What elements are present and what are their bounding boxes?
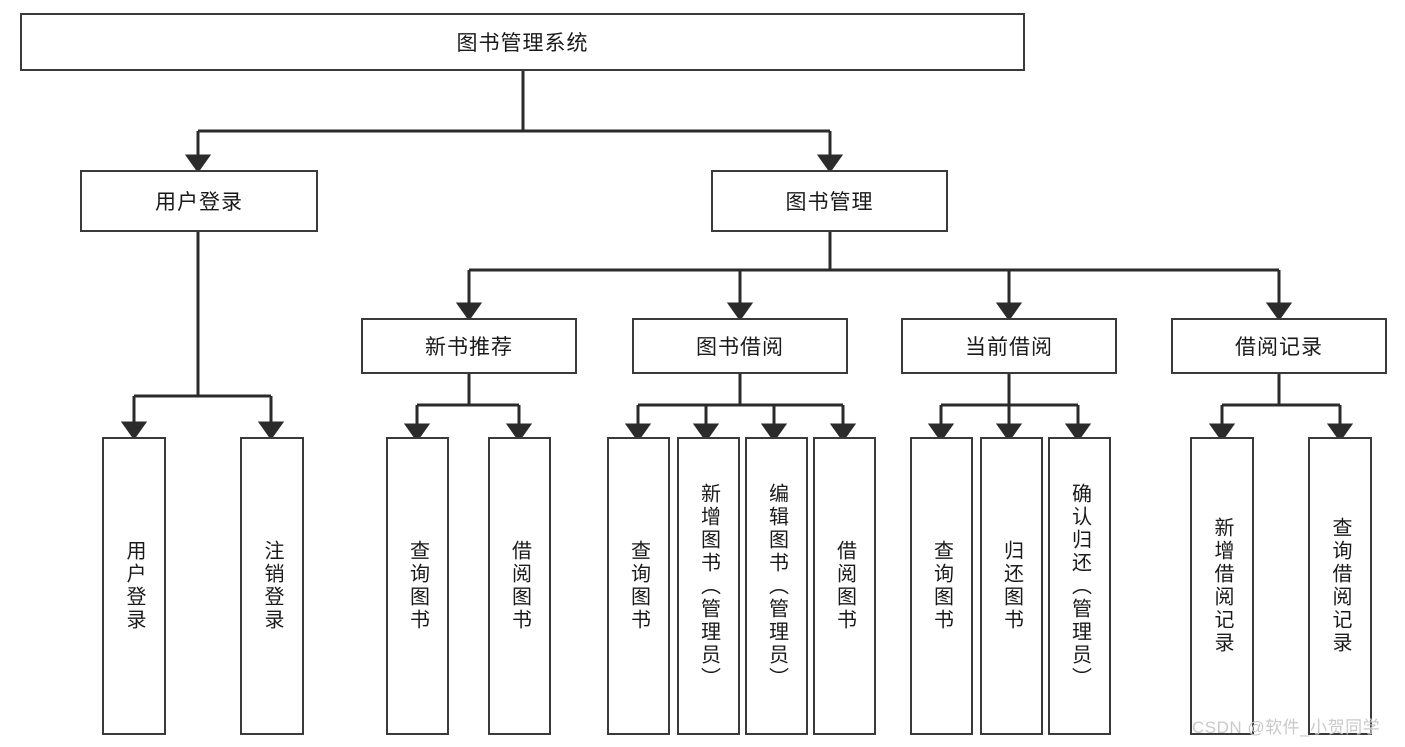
node-label: 新书推荐 — [425, 336, 513, 359]
node-label: 查询借阅记录 — [1329, 517, 1351, 655]
leaf-query-book-new-book[interactable]: 查询图书 — [386, 437, 449, 735]
leaf-add-borrow-record[interactable]: 新增借阅记录 — [1190, 437, 1254, 735]
node-label: 确认归还（管理员） — [1068, 482, 1091, 690]
node-label: 编辑图书（管理员） — [765, 482, 788, 690]
node-label: 注销登录 — [261, 540, 283, 632]
node-current-borrowing[interactable]: 当前借阅 — [901, 318, 1117, 374]
leaf-borrow-book-new-book[interactable]: 借阅图书 — [488, 437, 551, 735]
node-label: 查询图书 — [406, 540, 429, 632]
node-book-borrowing[interactable]: 图书借阅 — [632, 318, 848, 374]
node-label: 用户登录 — [123, 540, 145, 632]
node-label: 图书管理系统 — [456, 32, 589, 55]
leaf-add-book-admin[interactable]: 新增图书（管理员） — [677, 437, 740, 735]
node-label: 新增借阅记录 — [1211, 517, 1233, 655]
leaf-user-login[interactable]: 用户登录 — [102, 437, 166, 735]
node-label: 归还图书 — [1000, 540, 1023, 632]
node-label: 用户登录 — [155, 191, 243, 214]
node-book-management[interactable]: 图书管理 — [711, 170, 948, 232]
leaf-confirm-return-admin[interactable]: 确认归还（管理员） — [1048, 437, 1111, 735]
leaf-query-book-borrow[interactable]: 查询图书 — [607, 437, 670, 735]
leaf-query-borrow-record[interactable]: 查询借阅记录 — [1308, 437, 1372, 735]
leaf-edit-book-admin[interactable]: 编辑图书（管理员） — [745, 437, 808, 735]
node-user-login[interactable]: 用户登录 — [80, 170, 318, 232]
node-label: 查询图书 — [627, 540, 650, 632]
node-label: 借阅图书 — [833, 540, 856, 632]
node-label: 查询图书 — [930, 540, 953, 632]
node-label: 借阅图书 — [508, 540, 531, 632]
node-new-book-recommendation[interactable]: 新书推荐 — [361, 318, 577, 374]
node-label: 图书借阅 — [696, 336, 784, 359]
leaf-return-book[interactable]: 归还图书 — [980, 437, 1043, 735]
node-borrowing-records[interactable]: 借阅记录 — [1171, 318, 1387, 374]
node-root-book-management-system[interactable]: 图书管理系统 — [20, 13, 1025, 71]
leaf-borrow-book-borrow[interactable]: 借阅图书 — [813, 437, 876, 735]
node-label: 当前借阅 — [965, 336, 1053, 359]
leaf-user-logout[interactable]: 注销登录 — [240, 437, 304, 735]
leaf-query-book-current[interactable]: 查询图书 — [910, 437, 973, 735]
node-label: 图书管理 — [785, 191, 874, 214]
node-label: 新增图书（管理员） — [697, 482, 720, 690]
node-label: 借阅记录 — [1235, 336, 1323, 359]
